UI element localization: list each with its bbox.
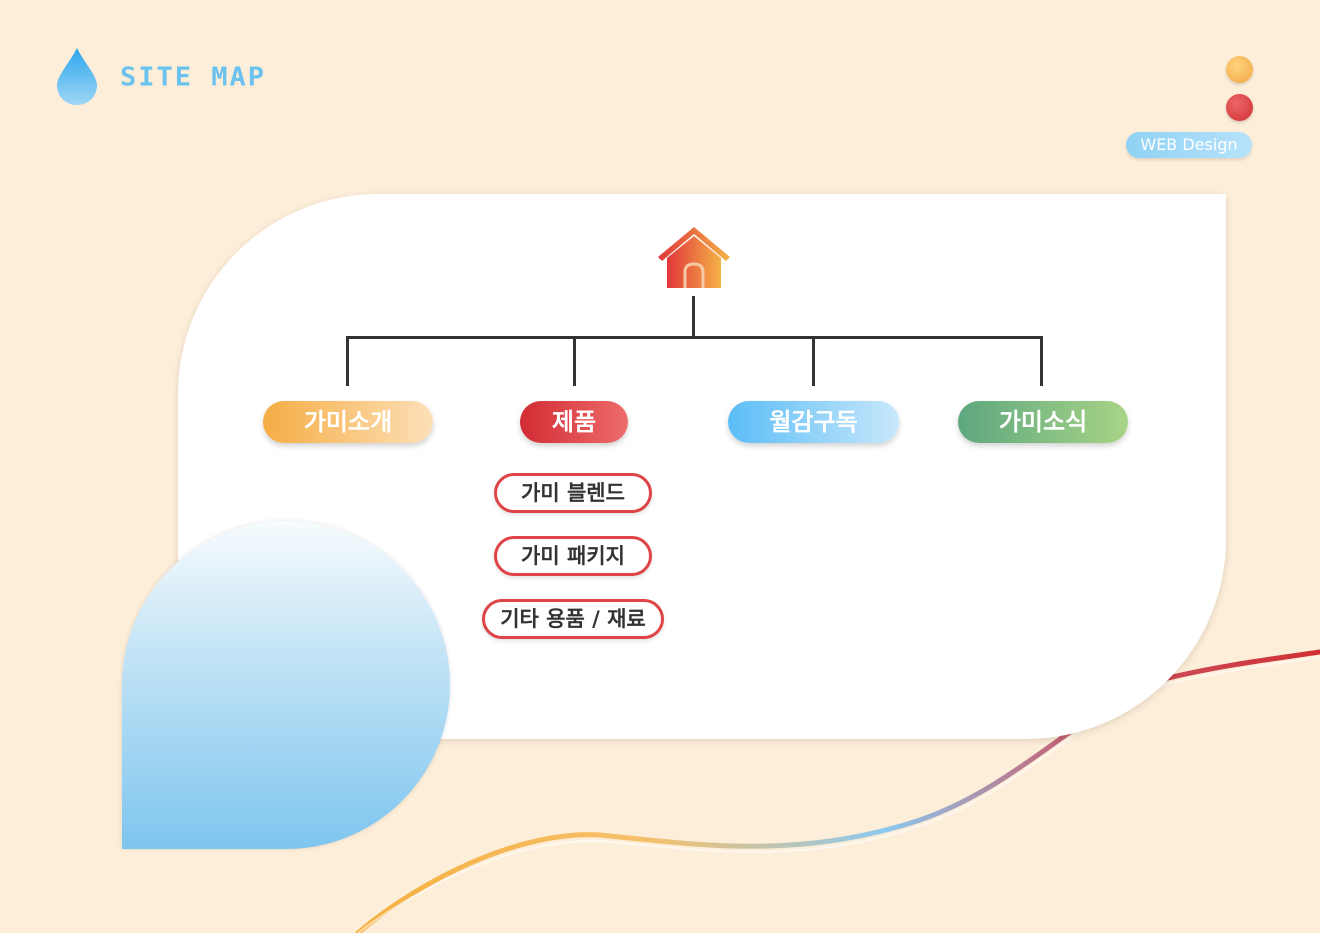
tree-branch-line — [346, 336, 349, 386]
orange-dot-decoration — [1226, 56, 1253, 83]
page-title: SITE MAP — [120, 62, 267, 93]
web-design-badge: WEB Design — [1126, 132, 1252, 158]
water-drop-icon — [57, 48, 97, 105]
tree-branch-line — [1040, 336, 1043, 386]
tree-branch-line — [573, 336, 576, 386]
nav-item-about[interactable]: 가미소개 — [263, 401, 433, 443]
tree-horizontal-line — [346, 336, 1043, 339]
home-icon[interactable] — [655, 224, 733, 294]
subnav-item-supplies[interactable]: 기타 용품 / 재료 — [482, 599, 664, 639]
nav-item-news[interactable]: 가미소식 — [958, 401, 1128, 443]
subnav-item-blend[interactable]: 가미 블렌드 — [494, 473, 652, 513]
red-dot-decoration — [1226, 94, 1253, 121]
tree-root-line — [692, 296, 695, 338]
nav-item-subscription[interactable]: 월감구독 — [728, 401, 899, 443]
tree-branch-line — [812, 336, 815, 386]
blue-drop-decoration — [122, 521, 450, 849]
subnav-item-package[interactable]: 가미 패키지 — [494, 536, 652, 576]
nav-item-products[interactable]: 제품 — [520, 401, 628, 443]
